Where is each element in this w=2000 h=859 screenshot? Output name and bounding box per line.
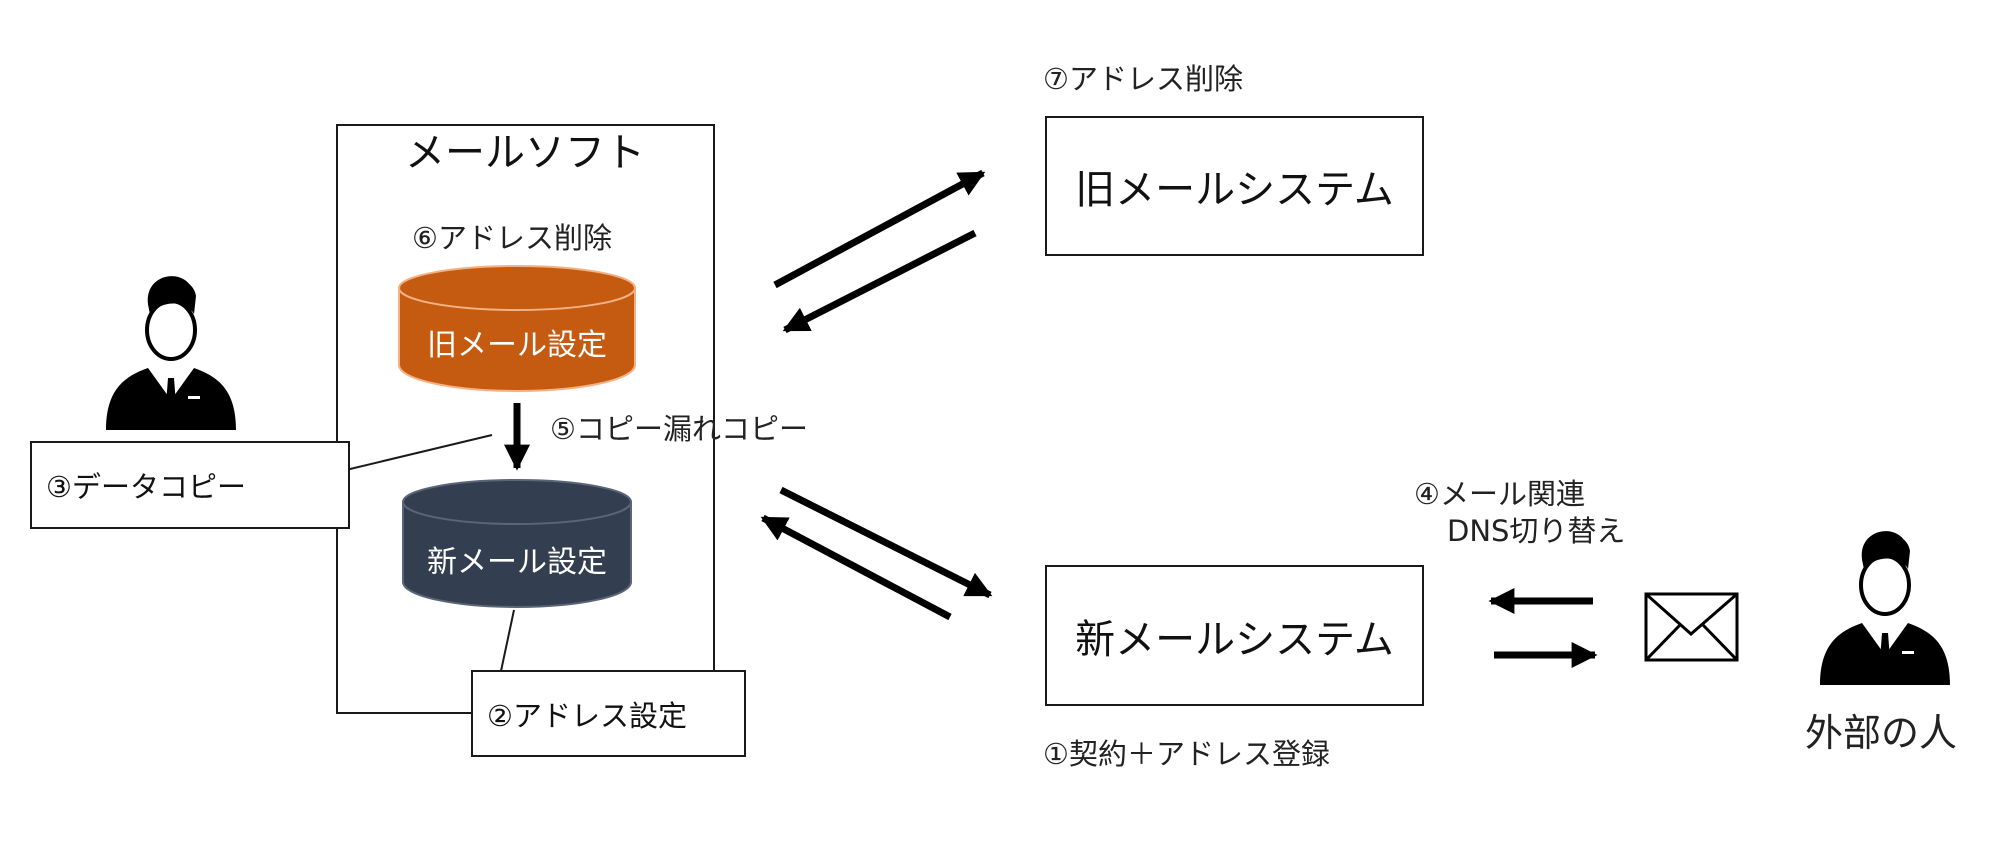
arrow-from-new-system <box>760 514 952 621</box>
data-copy-box: ③データコピー <box>30 441 350 529</box>
mail-soft-frame <box>336 124 715 714</box>
data-copy-connector <box>324 434 493 476</box>
person-suit-icon <box>106 276 236 430</box>
old-mail-system-label: 旧メールシステム <box>1075 167 1394 213</box>
arrow-to-new-system <box>779 486 993 599</box>
step4-dns-line2: DNS切り替え <box>1447 514 1626 548</box>
address-setting-connector <box>500 609 515 672</box>
envelope-icon <box>1644 592 1739 662</box>
arrow-to-old-system <box>773 169 986 289</box>
arrow-from-old-system <box>782 229 977 334</box>
step5-copy-label: ⑤コピー漏れコピー <box>550 412 808 446</box>
step7-delete-label: ⑦アドレス削除 <box>1043 62 1243 96</box>
step4-dns-line1: ④メール関連 <box>1414 477 1585 511</box>
address-setting-box: ②アドレス設定 <box>471 670 746 757</box>
step1-contract-label: ①契約＋アドレス登録 <box>1043 737 1330 771</box>
old-settings-db <box>398 265 636 392</box>
old-mail-system-box: 旧メールシステム <box>1045 116 1424 256</box>
new-settings-label: 新メール設定 <box>427 545 607 580</box>
mail-soft-title: メールソフト <box>405 130 645 176</box>
data-copy-label: ③データコピー <box>46 470 246 504</box>
new-settings-db <box>402 479 632 608</box>
old-settings-label: 旧メール設定 <box>427 328 607 363</box>
external-person-label: 外部の人 <box>1805 711 1958 755</box>
new-mail-system-box: 新メールシステム <box>1045 565 1424 706</box>
address-setting-label: ②アドレス設定 <box>487 698 687 733</box>
step6-delete-label: ⑥アドレス削除 <box>412 221 612 255</box>
new-mail-system-label: 新メールシステム <box>1075 616 1394 663</box>
person-suit-icon <box>1820 531 1950 685</box>
